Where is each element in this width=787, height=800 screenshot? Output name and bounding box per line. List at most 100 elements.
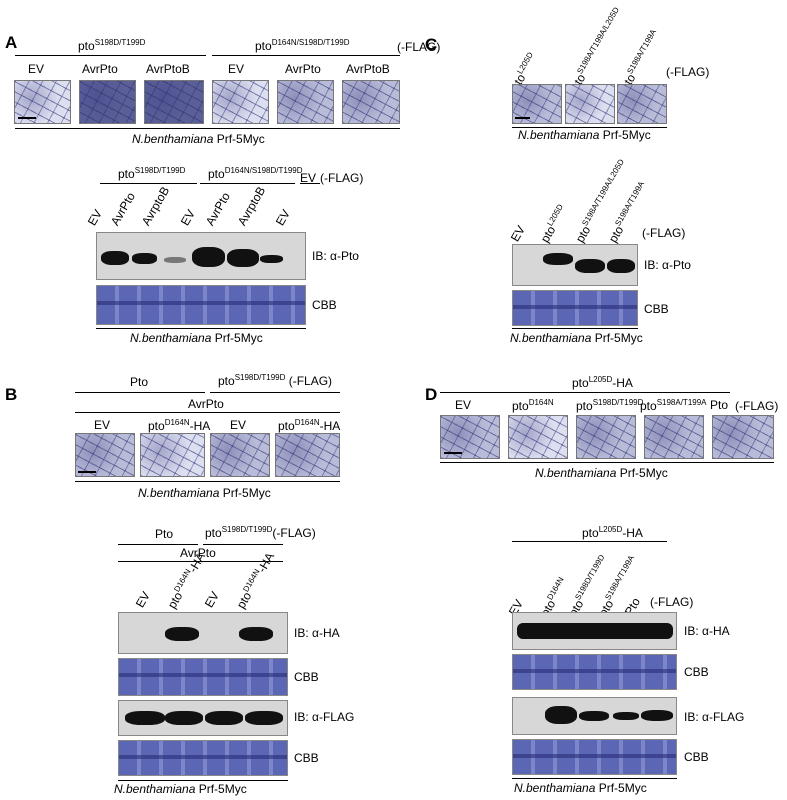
leaf-col-label: AvrPto bbox=[285, 62, 321, 76]
leaf-col-label: ptoD164N-HA bbox=[278, 418, 341, 433]
cbb-stain bbox=[118, 658, 288, 696]
flag-note: (-FLAG) bbox=[735, 399, 779, 413]
panel-label-a: A bbox=[5, 33, 18, 52]
leaf-caption: N.benthamiana Prf-5Myc bbox=[138, 486, 271, 500]
lane-label: ptoL205D bbox=[537, 202, 565, 245]
blot-caption: N.benthamiana Prf-5Myc bbox=[130, 331, 263, 345]
cbb-label: CBB bbox=[294, 670, 319, 684]
lane-label: AvrptoB bbox=[234, 184, 269, 228]
leaf-col-label: EV bbox=[228, 62, 245, 76]
blot-caption: N.benthamiana Prf-5Myc bbox=[514, 781, 647, 795]
blot-caption: N.benthamiana Prf-5Myc bbox=[510, 331, 643, 345]
leaf-caption: N.benthamiana Prf-5Myc bbox=[518, 128, 651, 142]
western-blot-ha bbox=[118, 612, 288, 654]
lane-label: AvrPto bbox=[202, 189, 233, 228]
cbb-label: CBB bbox=[644, 302, 669, 316]
top-group-label: Pto bbox=[130, 375, 149, 389]
western-blot-flag bbox=[118, 700, 288, 736]
leaf-caption: N.benthamiana Prf-5Myc bbox=[535, 466, 668, 480]
scale-bar bbox=[18, 117, 36, 119]
leaf-col-label: ptoS198A/T199A/L205D bbox=[567, 5, 621, 93]
leaf-col-label: ptoS198D/T199D bbox=[576, 398, 644, 413]
blot-group-label: ptoD164N/S198D/T199D bbox=[208, 166, 303, 181]
top-group-label: ptoL205D-HA bbox=[572, 375, 633, 390]
lane-label: EV bbox=[201, 589, 223, 610]
leaf-col-label: ptoS198A/T199A bbox=[640, 398, 707, 413]
blot-flag-note: (-FLAG) bbox=[642, 226, 686, 240]
top-group-label: ptoS198D/T199D (-FLAG) bbox=[218, 373, 333, 388]
leaf-col-label: EV bbox=[28, 62, 45, 76]
western-blot-flag bbox=[512, 697, 677, 735]
panel-label-c: C bbox=[425, 35, 438, 54]
blot-group-label: Pto bbox=[155, 527, 174, 541]
leaf-image bbox=[14, 80, 71, 124]
lane-label: EV bbox=[507, 223, 529, 244]
panel-label-d: D bbox=[425, 385, 438, 404]
blot-flag-note: (-FLAG) bbox=[650, 595, 694, 609]
scale-bar bbox=[515, 117, 530, 119]
lane-label: ptoD164N-HA bbox=[233, 550, 278, 611]
cbb-stain bbox=[512, 290, 638, 326]
leaf-col-label: EV bbox=[94, 418, 111, 432]
lane-label: EV bbox=[84, 207, 106, 228]
leaf-image bbox=[275, 433, 340, 477]
blot-group-label: ptoS198D/T199D bbox=[118, 166, 186, 181]
western-blot-ha bbox=[512, 612, 677, 650]
leaf-col-label: ptoD164N-HA bbox=[148, 418, 211, 433]
leaf-col-label: ptoD164N bbox=[512, 398, 554, 413]
cbb-stain bbox=[512, 739, 677, 775]
ib-label: IB: α-HA bbox=[294, 626, 340, 640]
cbb-stain bbox=[512, 654, 677, 690]
cbb-label: CBB bbox=[294, 751, 319, 765]
western-blot bbox=[512, 244, 638, 286]
leaf-col-label: AvrPtoB bbox=[346, 62, 390, 76]
leaf-image bbox=[212, 80, 269, 124]
leaf-image bbox=[79, 80, 136, 124]
cbb-stain bbox=[96, 285, 306, 325]
avr-label: AvrPto bbox=[180, 546, 216, 560]
flag-note: (-FLAG) bbox=[397, 40, 441, 54]
ib-label: IB: α-FLAG bbox=[294, 710, 355, 724]
blot-group-label: EV bbox=[300, 171, 317, 185]
blot-group-label: ptoS198D/T199D(-FLAG) bbox=[205, 525, 316, 540]
leaf-image bbox=[508, 415, 568, 459]
leaf-col-label: EV bbox=[230, 418, 247, 432]
leaf-col-label: AvrPto bbox=[82, 62, 118, 76]
blot-caption: N.benthamiana Prf-5Myc bbox=[114, 782, 247, 796]
flag-note: (-FLAG) bbox=[666, 65, 710, 79]
leaf-col-label: Pto bbox=[710, 398, 729, 412]
leaf-image bbox=[277, 80, 334, 124]
lane-label: EV bbox=[132, 589, 154, 610]
leaf-group-label: ptoD164N/S198D/T199D bbox=[255, 38, 350, 53]
lane-label: EV bbox=[177, 207, 199, 228]
leaf-caption: N.benthamiana Prf-5Myc bbox=[132, 132, 265, 146]
leaf-image bbox=[140, 433, 205, 477]
leaf-image bbox=[565, 84, 615, 124]
ib-label: IB: α-HA bbox=[684, 624, 730, 638]
ib-label: IB: α-Pto bbox=[312, 249, 359, 263]
avr-label: AvrPto bbox=[188, 397, 224, 411]
leaf-group-label: ptoS198D/T199D bbox=[78, 38, 146, 53]
leaf-image bbox=[440, 415, 500, 459]
scale-bar bbox=[78, 471, 96, 473]
leaf-image bbox=[712, 415, 774, 459]
panel-label-b: B bbox=[5, 385, 18, 404]
cbb-label: CBB bbox=[684, 750, 709, 764]
leaf-col-label: AvrPtoB bbox=[146, 62, 190, 76]
ib-label: IB: α-Pto bbox=[644, 258, 691, 272]
leaf-image bbox=[210, 433, 270, 477]
leaf-image bbox=[512, 84, 562, 124]
lane-label: AvrPto bbox=[107, 189, 138, 228]
blot-flag-note: (-FLAG) bbox=[320, 171, 364, 185]
cbb-label: CBB bbox=[312, 298, 337, 312]
cbb-label: CBB bbox=[684, 665, 709, 679]
ib-label: IB: α-FLAG bbox=[684, 710, 745, 724]
blot-group-label: ptoL205D-HA bbox=[582, 525, 643, 540]
leaf-image bbox=[75, 433, 135, 477]
lane-label: EV bbox=[272, 207, 294, 228]
cbb-stain bbox=[118, 740, 288, 776]
leaf-image bbox=[617, 84, 667, 124]
leaf-image bbox=[342, 80, 400, 124]
western-blot bbox=[96, 232, 306, 280]
leaf-image bbox=[144, 80, 204, 124]
